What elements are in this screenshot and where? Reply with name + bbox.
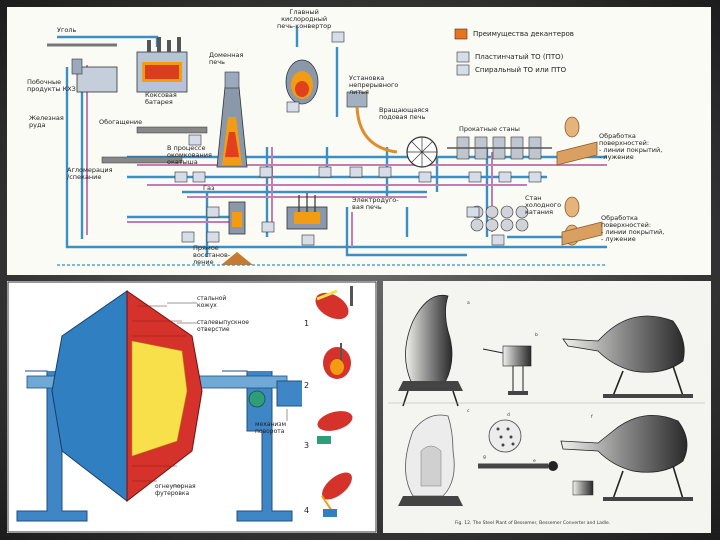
label-gas: Газ	[203, 184, 215, 192]
step-number-4: 4	[304, 506, 310, 515]
plate-letter-a: a	[467, 301, 470, 306]
converter-graphic	[7, 281, 377, 533]
label-surface-treatment-1: Обработка поверхностей: - линии покрытий…	[599, 132, 663, 161]
plate-caption: Fig. 12. The Steel Plant of Bessemer, Be…	[455, 521, 611, 526]
plate-letter-f: f	[591, 415, 593, 420]
legend-item-spiral: Спиральный ТО или ПТО	[475, 66, 567, 74]
legend-title: Преимущества декантеров	[473, 30, 574, 38]
label-tilt-mechanism: механизм поворота	[255, 421, 286, 435]
label-iron-ore: Железная руда	[29, 114, 64, 129]
label-tap-hole: сталевыпускное отверстие	[197, 319, 249, 333]
label-coal: Уголь	[57, 26, 77, 34]
label-eaf: Электродуго- вая печь	[352, 196, 399, 211]
step-number-3: 3	[304, 441, 310, 450]
label-continuous-casting: Установка непрерывного литья	[349, 74, 399, 96]
converter-diagram: стальной кожух сталевыпускное отверстие …	[7, 281, 377, 533]
label-direct-reduction: Прямое восстанов- ление	[193, 244, 231, 266]
label-cold-rolling: Стан холодного катания	[525, 194, 562, 216]
label-reheating-furnace: Вращающаяся подовая печь	[379, 106, 429, 121]
plate-letter-c: c	[467, 409, 470, 414]
label-surface-treatment-2: Обработка поверхностей: - линии покрытий…	[601, 214, 665, 243]
label-hot-rolling: Прокатные станы	[459, 125, 520, 133]
label-coke-battery: Коксовая батарея	[145, 91, 177, 106]
plate-letter-e: e	[533, 459, 536, 464]
label-steel-shell: стальной кожух	[197, 295, 227, 309]
flow-diagram-graphic	[47, 27, 607, 266]
step-number-2: 2	[304, 381, 310, 390]
bessemer-graphic	[388, 294, 705, 506]
label-beneficiation: Обогащение	[99, 118, 143, 126]
label-oxygen-converter: Главный кислородный печь-конвертор	[277, 8, 332, 30]
step-number-1: 1	[304, 319, 310, 328]
label-pelletizing: В процессе окомкования окатыша	[167, 144, 212, 166]
plate-letter-g: g	[483, 455, 486, 460]
plate-letter-b: b	[535, 333, 538, 338]
label-blast-furnace: Доменная печь	[209, 51, 244, 66]
bessemer-engraving: a b c d e f g Fig. 12. The Steel Plant o…	[383, 281, 711, 533]
steel-plant-flow-diagram: Уголь Главный кислородный печь-конвертор…	[7, 7, 711, 275]
label-agglomeration: Агломерация /спекание	[67, 166, 113, 181]
legend-item-plate: Пластинчатый ТО (ПТО)	[475, 53, 564, 61]
label-byproducts: Побочные продукты КХЗ	[27, 78, 76, 93]
plate-letter-d: d	[507, 413, 510, 418]
label-refractory-lining: огнеупорная футеровка	[155, 483, 196, 497]
